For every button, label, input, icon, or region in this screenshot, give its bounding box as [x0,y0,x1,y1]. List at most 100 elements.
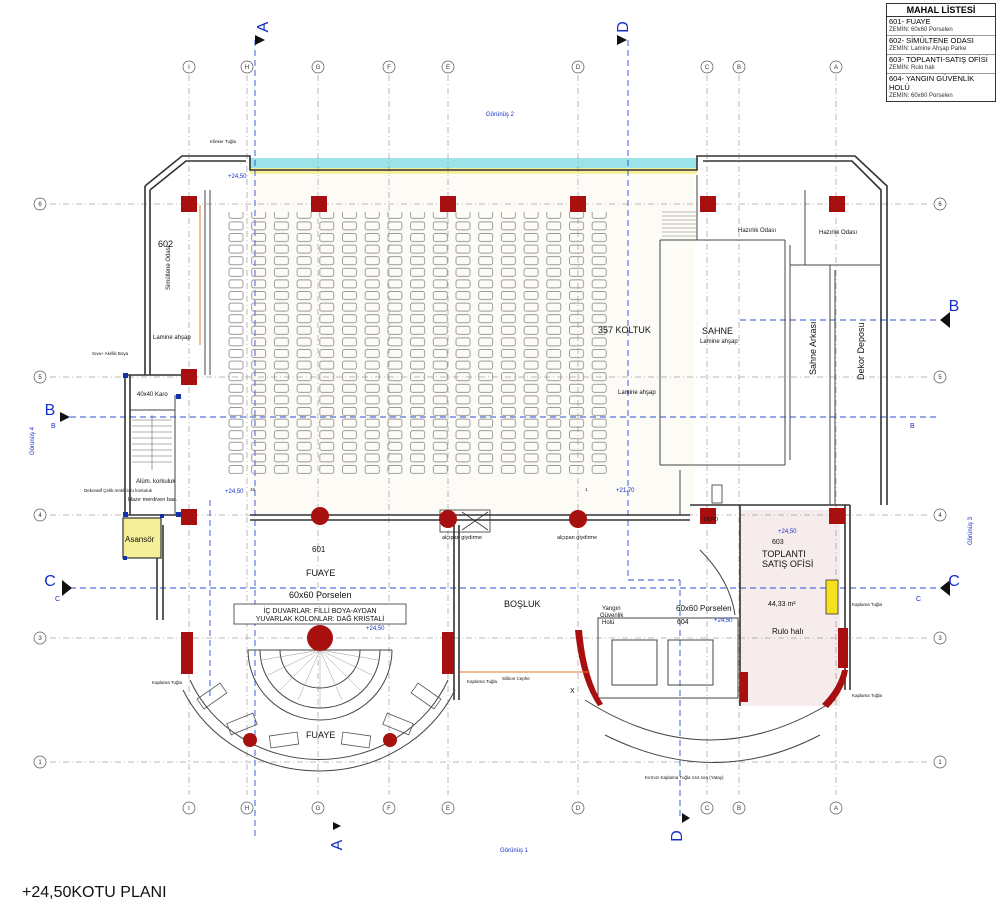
room-schedule-legend: MAHAL LİSTESİ 601- FUAYE ZEMİN: 60x60 Po… [886,3,996,102]
section-d-top: D [615,21,632,33]
view-label-1: Görünüş 1 [500,848,529,854]
room-602-number: 602 [158,239,173,249]
curved-column-left [575,630,603,706]
grid-col-bottom: B [737,806,741,812]
legend-item-floor: ZEMİN: Rulo halı [889,65,935,71]
note-rail: Dekoratif Çelik renkli loru korkuluk [84,488,153,493]
svg-text:B: B [910,423,915,430]
room-604-name-2: Güvenlik [600,613,624,619]
room-603-name-2: SATIŞ OFİSİ [762,559,813,569]
grid-col-bottom: G [316,806,321,812]
legend-item-name: 602- SİMÜLTENE ODASI [889,36,974,45]
stage-label: SAHNE [702,326,733,336]
backstage-label: Sahne Arkası [808,321,818,375]
legend-item: 601- FUAYE ZEMİN: 60x60 Porselen [887,17,995,36]
fire-hall-geometry [584,549,836,763]
skylight-strip [250,158,697,170]
grid-row-right: 5 [938,375,942,381]
grid-col-top: B [737,65,741,71]
note-brick: Klinker Tuğla [210,139,237,144]
square-columns [181,196,848,702]
room-603-area: 44,33 m² [768,601,796,608]
grid-col-top: F [387,65,391,71]
grid-row-left: 6 [38,202,42,208]
room-603-name-1: TOPLANTI [762,549,806,559]
foyer-benches [196,682,442,749]
grid-row-right: 3 [938,636,942,642]
stage-steps [662,211,697,237]
wall-note-1: İÇ DUVARLAR: FİLLİ BOYA-AYDAN [263,606,376,615]
grid-col-top: A [834,65,838,71]
grid-col-bottom: F [387,806,391,812]
grid-row-left: 4 [38,513,42,519]
section-a-bottom: A [329,839,346,850]
annotation-notes: Klinker Tuğla Sıva+ Akrilik Boya Dekorat… [84,139,883,780]
wall-note-2: YUVARLAK KOLONLAR: DAĞ KRİSTALİ [256,614,385,623]
yellow-strip [250,168,697,174]
seat-number: 16 [250,487,256,492]
note-facade: Silikon Cephe [502,676,530,681]
grid-row-left: 3 [38,636,42,642]
room-602-name: Simültene Odası [166,245,172,290]
room-604-floor: 60x60 Porselen [676,604,732,613]
note-cladding: Kaplama Tuğla [467,679,498,684]
interior-walls [130,175,880,515]
grid-row-right: 6 [938,202,942,208]
tile-label: 40x40 Karo [137,392,168,398]
section-b-left: B [45,402,56,419]
legend-title: MAHAL LİSTESİ [887,4,995,17]
wall-note-box [233,603,407,625]
legend-item: 603- TOPLANTI-SATIŞ OFİSİ ZEMİN: Rulo ha… [887,55,995,74]
note-cladding: Kaplama Tuğla [152,680,183,685]
level-mark: +24,50 [228,174,247,180]
section-d-bottom: D [669,830,686,842]
left-staircase [132,415,172,470]
room-603-floor: Rulo halı [772,627,804,636]
seat-count: 357 KOLTUK [598,325,651,335]
mark-x: X [570,688,575,695]
view-label-2: Görünüş 2 [486,112,515,118]
grid-col-bottom: A [834,806,838,812]
grid-col-top: D [576,65,581,71]
grid-col-top: C [705,65,710,71]
level-mark: +24,50 [366,626,385,632]
level-mark: +24,50 [778,529,797,535]
legend-item: 602- SİMÜLTENE ODASI ZEMİN: Lamine Ahşap… [887,36,995,55]
legend-item-floor: ZEMİN: 60x60 Porselen [889,93,953,99]
grid-col-bottom: I [188,806,190,812]
section-b-right: B [949,298,960,315]
grid-row-right: 4 [938,513,942,519]
view-label-3: Görünüş 3 [968,516,974,545]
svg-text:B: B [51,423,56,430]
legend-item-name: 603- TOPLANTI-SATIŞ OFİSİ [889,55,988,64]
grid-col-top: G [316,65,321,71]
prep-room-2: Hazırlık Odası [819,230,857,236]
section-c-right: C [948,573,960,590]
note-cladding: Kaplama Tuğla [852,693,883,698]
stage-floor: Lamine ahşap [700,339,738,345]
drywall-label-1: alçıpan giydirme [442,535,482,541]
view-label-4: Görünüş 4 [30,426,36,455]
railing-label: Alüm. korkuluk [136,479,176,485]
grid-row-left: 1 [38,760,42,766]
office-floor [740,510,840,706]
grid-row-right: 1 [938,760,942,766]
auditorium-seats [222,212,608,474]
level-mark: +24,50 [225,489,244,495]
room-602-floor: Lamine ahşap [153,335,191,341]
void-label: BOŞLUK [504,599,541,609]
room-604-number: 604 [677,619,689,626]
grid-col-top: H [245,65,249,71]
grid-col-bottom: H [245,806,249,812]
plan-title: +24,50KOTU PLANI [22,884,167,901]
svg-text:C: C [916,596,921,603]
hall-floor: Lamine ahşap [618,390,656,396]
room-601-floor: 60x60 Porselen [289,590,352,600]
grid-bubbles [33,60,947,815]
room-603-number: 603 [772,539,784,546]
note-paint: Sıva+ Akrilik Boya [92,351,129,356]
elevator [122,517,162,559]
view-labels: Görünüş 2 Görünüş 1 Görünüş 3 Görünüş 4 [30,112,974,854]
grid-col-bottom: C [705,806,710,812]
